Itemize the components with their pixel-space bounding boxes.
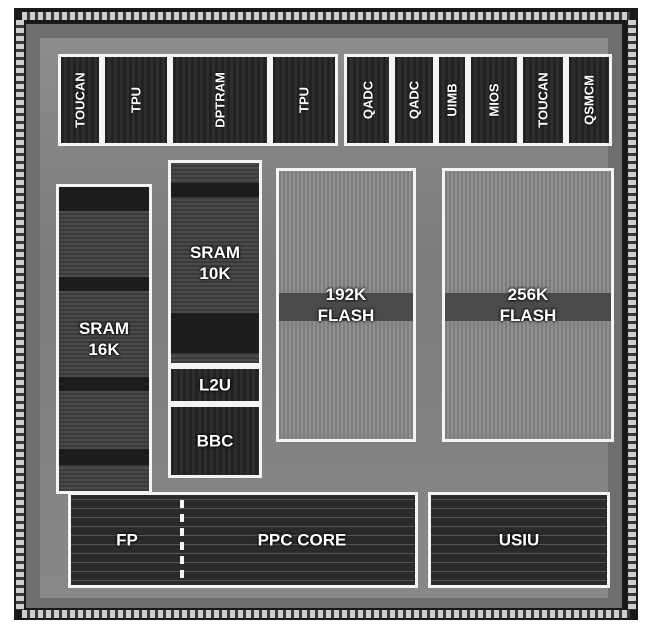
block-fp-ppc-core: FP PPC CORE — [68, 492, 418, 588]
block-label: MIOS — [486, 83, 502, 117]
block-dptram: DPTRAM — [170, 54, 270, 146]
block-label: QSMCM — [581, 75, 597, 125]
block-qadc-1: QADC — [344, 54, 392, 146]
block-l2u: L2U — [168, 366, 262, 404]
block-label: TOUCAN — [72, 72, 88, 128]
bond-pads-right — [628, 20, 636, 610]
block-flash-256k: 256K FLASH — [442, 168, 614, 442]
block-label: 192K FLASH — [317, 285, 375, 325]
block-label: QADC — [360, 80, 376, 120]
block-label: TPU — [128, 87, 144, 113]
block-tpu-1: TPU — [102, 54, 170, 146]
block-mios: MIOS — [468, 54, 520, 146]
block-label: BBC — [196, 431, 234, 451]
block-usiu: USIU — [428, 492, 610, 588]
block-label: TOUCAN — [535, 72, 551, 128]
bond-pads-top — [22, 12, 630, 20]
block-ppc-core-label: PPC CORE — [257, 530, 347, 550]
block-label: QADC — [406, 80, 422, 120]
block-fp-label: FP — [116, 530, 138, 550]
block-qadc-2: QADC — [392, 54, 436, 146]
block-sram-10k: SRAM 10K — [168, 160, 262, 366]
block-label: TPU — [296, 87, 312, 113]
block-bbc: BBC — [168, 404, 262, 478]
block-toucan-1: TOUCAN — [58, 54, 102, 146]
bond-pads-bottom — [22, 610, 630, 618]
block-label: USIU — [498, 530, 540, 550]
block-label: L2U — [198, 375, 232, 395]
block-label: SRAM 16K — [78, 319, 130, 359]
block-qsmcm: QSMCM — [566, 54, 612, 146]
block-flash-192k: 192K FLASH — [276, 168, 416, 442]
fp-core-divider — [180, 500, 184, 582]
block-label: 256K FLASH — [499, 285, 557, 325]
block-label: SRAM 10K — [189, 243, 241, 283]
block-uimb: UIMB — [436, 54, 468, 146]
bond-pads-left — [16, 20, 24, 610]
block-toucan-2: TOUCAN — [520, 54, 566, 146]
block-tpu-2: TPU — [270, 54, 338, 146]
block-label: UIMB — [444, 83, 460, 117]
block-sram-16k: SRAM 16K — [56, 184, 152, 494]
block-label: DPTRAM — [212, 72, 228, 128]
